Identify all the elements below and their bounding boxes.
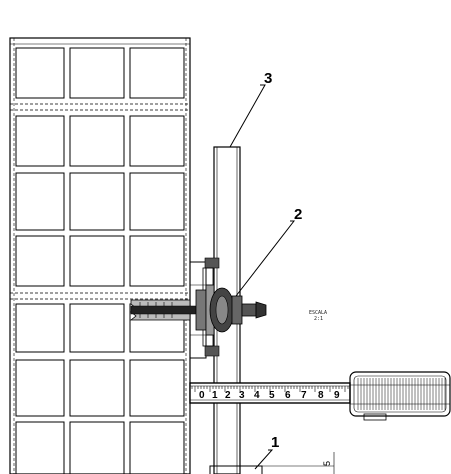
tape-mark-9: 9 — [334, 390, 340, 401]
tape-mark-0: 0 — [199, 390, 205, 401]
callout-3: 3 — [264, 70, 272, 87]
tape-mark-5: 5 — [269, 390, 275, 401]
dimension-label: 5 — [322, 461, 332, 466]
callout-1: 1 — [271, 434, 279, 451]
tape-mark-7: 7 — [301, 390, 307, 401]
tile-wall — [9, 37, 191, 474]
scale-value: 2:1 — [314, 316, 323, 322]
callout-2: 2 — [294, 206, 302, 223]
tape-mark-4: 4 — [254, 390, 260, 401]
scale-label: ESCALA — [309, 310, 327, 316]
anchor-assembly — [129, 257, 267, 359]
tape-marks: 0 1 2 3 4 5 6 7 8 9 — [199, 390, 340, 401]
tape-mark-1: 1 — [212, 390, 218, 401]
tape-mark-2: 2 — [225, 390, 231, 401]
tape-housing — [349, 371, 451, 421]
tape-mark-8: 8 — [318, 390, 324, 401]
leader-lines — [229, 84, 296, 470]
measuring-tape: 0 1 2 3 4 5 6 7 8 9 — [189, 371, 451, 421]
base-piece — [209, 452, 335, 474]
tape-mark-3: 3 — [239, 390, 245, 401]
tape-mark-6: 6 — [285, 390, 291, 401]
tape-ticks — [191, 386, 349, 392]
